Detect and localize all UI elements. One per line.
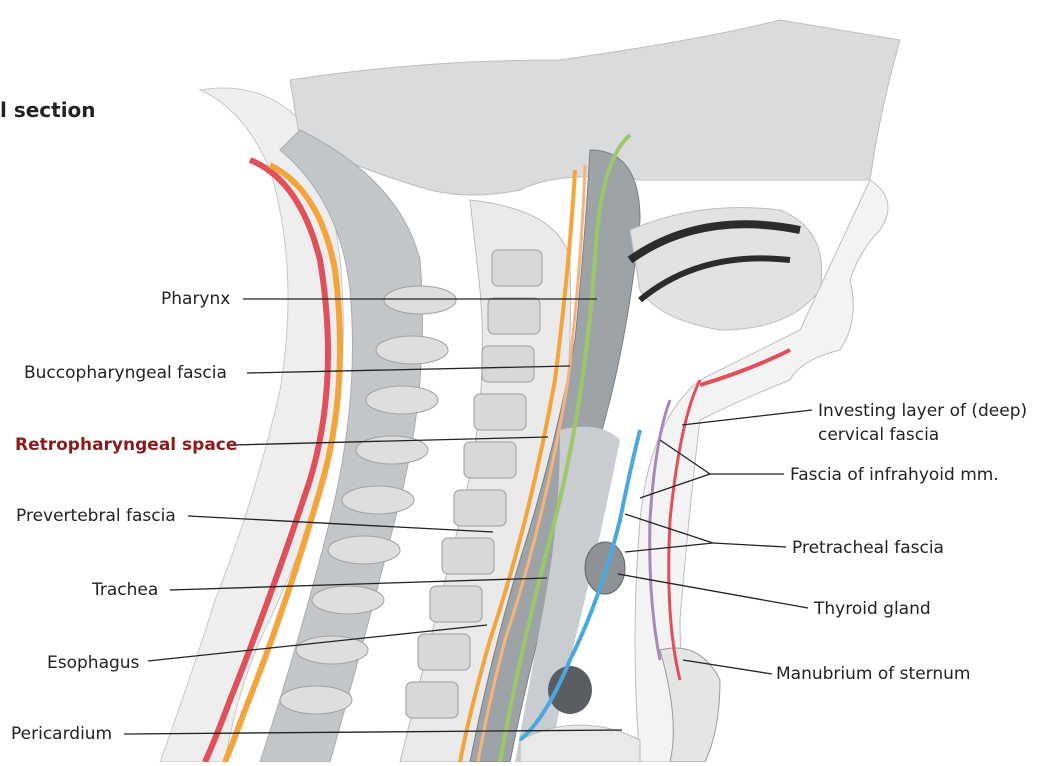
label-trachea: Trachea (92, 580, 158, 600)
section-heading: l section (0, 98, 96, 122)
label-investing-layer-line1: Investing layer of (deep) (818, 401, 1027, 421)
label-retropharyngeal-space: Retropharyngeal space (15, 435, 237, 455)
label-buccopharyngeal-fascia: Buccopharyngeal fascia (24, 363, 227, 383)
anatomy-artwork (160, 20, 900, 762)
label-manubrium: Manubrium of sternum (776, 664, 970, 684)
label-fascia-infrahyoid: Fascia of infrahyoid mm. (790, 465, 999, 485)
leader-pretracheal-a (713, 543, 786, 547)
label-esophagus: Esophagus (47, 653, 139, 673)
label-thyroid-gland: Thyroid gland (814, 599, 931, 619)
label-investing-layer-line2: cervical fascia (818, 425, 939, 445)
label-pericardium: Pericardium (11, 724, 112, 744)
label-prevertebral-fascia: Prevertebral fascia (16, 506, 176, 526)
label-pharynx: Pharynx (161, 289, 230, 309)
label-pretracheal-fascia: Pretracheal fascia (792, 538, 944, 558)
